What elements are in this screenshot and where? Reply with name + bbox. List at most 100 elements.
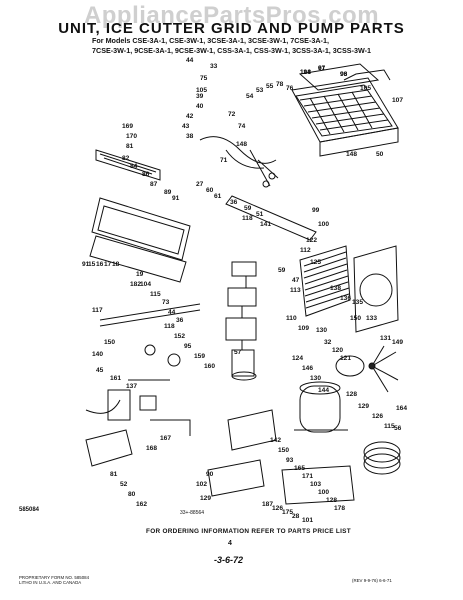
callout-label: 53 <box>256 87 264 94</box>
callout-label: 96 <box>340 71 348 78</box>
callout-label: 175 <box>282 509 293 516</box>
callout-label: 32 <box>324 339 332 346</box>
callout-label: 16 <box>96 261 104 268</box>
callout-label: 108 <box>300 69 311 76</box>
callout-label: 160 <box>204 363 215 370</box>
callout-label: 97 <box>318 65 326 72</box>
callout-label: 95 <box>184 343 192 350</box>
callout-label: 105 <box>196 87 207 94</box>
ordering-note: FOR ORDERING INFORMATION REFER TO PARTS … <box>146 528 351 535</box>
callout-label: 148 <box>346 151 357 158</box>
callout-label: 150 <box>278 447 289 454</box>
callout-label: 118 <box>164 323 175 330</box>
callout-label: 122 <box>306 237 317 244</box>
callout-label: 40 <box>196 103 204 110</box>
callout-label: 93 <box>286 457 294 464</box>
hose-coil <box>363 441 401 475</box>
callout-label: 27 <box>196 181 204 188</box>
callout-label: 165 <box>294 465 305 472</box>
callout-label: 148 <box>236 141 247 148</box>
callout-label: 43 <box>182 123 190 130</box>
diagram-title: UNIT, ICE CUTTER GRID AND PUMP PARTS <box>58 20 405 37</box>
callout-label: 140 <box>92 351 103 358</box>
callout-label: 161 <box>110 375 121 382</box>
callout-label: 125 <box>310 259 321 266</box>
callout-label: 81 <box>110 471 118 478</box>
callout-label: 128 <box>326 497 337 504</box>
callout-label: 47 <box>292 277 300 284</box>
wiring-harness <box>199 136 279 188</box>
callout-label: 144 <box>318 387 329 394</box>
callout-label: 167 <box>160 435 171 442</box>
fineprint-left: PROPRIETARY FORM NO. 585084 LITHO IN U.S… <box>19 575 89 585</box>
callout-label: 81 <box>126 143 134 150</box>
callout-label: 128 <box>346 391 357 398</box>
callout-label: 44 <box>168 309 176 316</box>
callout-label: 168 <box>146 445 157 452</box>
callout-label: 100 <box>318 221 329 228</box>
model-list: For Models CSE-3A-1, CSE-3W-1, 3CSE-3A-1… <box>92 36 412 56</box>
callout-label: 142 <box>270 437 281 444</box>
model-list-line-1: For Models CSE-3A-1, CSE-3W-1, 3CSE-3A-1… <box>92 36 329 45</box>
callout-label: 73 <box>162 299 170 306</box>
callout-label: 45 <box>96 367 104 374</box>
callout-label: 118 <box>242 215 253 222</box>
callout-label: 130 <box>316 327 327 334</box>
callout-label: 141 <box>260 221 271 228</box>
callout-label: 17 <box>104 261 112 268</box>
grid-frame <box>89 149 191 283</box>
callout-label: 110 <box>286 315 297 322</box>
callout-label: 101 <box>302 517 313 524</box>
callout-label: 51 <box>256 211 264 218</box>
switch-bracket <box>85 389 157 467</box>
callout-label: 164 <box>396 405 407 412</box>
callout-label: 150 <box>350 315 361 322</box>
callout-label: 84 <box>130 163 138 170</box>
callout-label: 52 <box>120 481 128 488</box>
model-list-line-2: 7CSE-3W-1, 9CSE-3A-1, 9CSE-3W-1, CSS-3A-… <box>92 46 372 55</box>
ice-cutter-grid <box>291 69 399 157</box>
callout-label: 18 <box>112 261 120 268</box>
callout-label: 149 <box>392 339 403 346</box>
callout-label: 113 <box>290 287 301 294</box>
callout-label: 152 <box>174 333 185 340</box>
callout-label: 36 <box>230 199 238 206</box>
callout-label: 129 <box>358 403 369 410</box>
callout-label: 115 <box>150 291 161 298</box>
callout-label: 103 <box>310 481 321 488</box>
date-code: -3-6-72 <box>214 555 244 565</box>
callout-label: 39 <box>196 93 204 100</box>
base-frame <box>281 465 355 505</box>
compressor <box>294 381 348 433</box>
callout-label: 87 <box>150 181 158 188</box>
callout-label: 42 <box>186 113 194 120</box>
callout-label: 178 <box>334 505 345 512</box>
callout-label: 126 <box>272 505 283 512</box>
callout-label: 169 <box>122 123 133 130</box>
callout-label: 80 <box>128 491 136 498</box>
callout-label: 171 <box>302 473 313 480</box>
fineprint-right: (REV 9-9-76) 6-6-71 <box>352 578 392 583</box>
callout-label: 133 <box>366 315 377 322</box>
callout-label: 57 <box>234 349 242 356</box>
callout-label: 112 <box>300 247 311 254</box>
thermostat <box>99 303 201 367</box>
callout-label: 61 <box>214 193 222 200</box>
callout-label: 126 <box>372 413 383 420</box>
fan-motor <box>335 345 399 393</box>
callout-label: 162 <box>136 501 147 508</box>
callout-label: 182 <box>130 281 141 288</box>
callout-label: 56 <box>394 425 402 432</box>
condenser <box>299 245 351 317</box>
callout-label: 120 <box>332 347 343 354</box>
callout-label: 102 <box>196 481 207 488</box>
callout-label: 44 <box>186 57 194 64</box>
reference-code: 33+-88564 <box>180 510 205 516</box>
callout-label: 89 <box>164 189 172 196</box>
control-box <box>227 409 277 451</box>
document-number: 585084 <box>19 507 40 513</box>
callout-label: 91 <box>172 195 180 202</box>
callout-label: 33 <box>210 63 218 70</box>
